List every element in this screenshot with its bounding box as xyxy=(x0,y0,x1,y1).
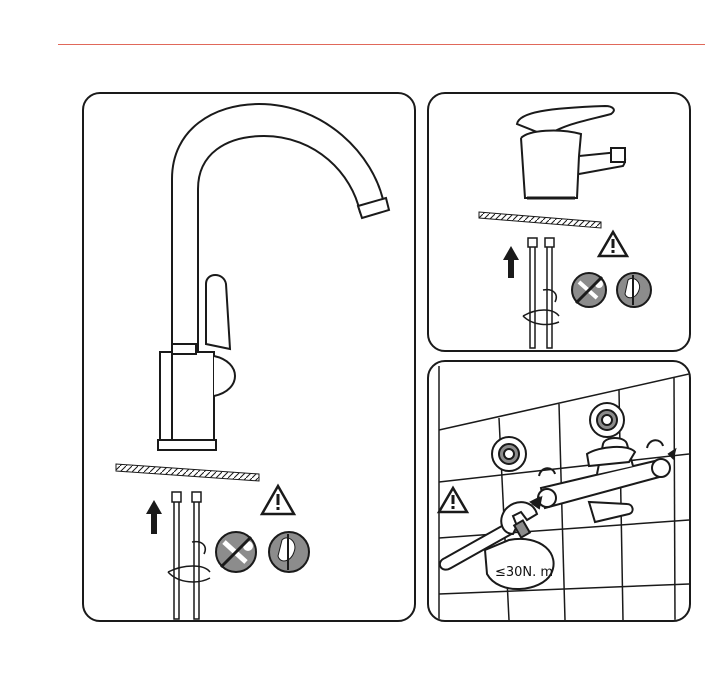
supply-hoses xyxy=(167,491,211,620)
wall-connector-right xyxy=(589,402,625,438)
header-rule xyxy=(58,44,705,45)
supply-hoses xyxy=(522,237,560,349)
warning-icon xyxy=(596,229,630,258)
hand-tighten-icon xyxy=(616,272,652,308)
torque-callout: ≤30N. m xyxy=(483,537,555,590)
hand-tighten-icon xyxy=(268,531,310,573)
panel-tall-faucet xyxy=(82,92,416,622)
wrench-icon xyxy=(438,495,543,571)
countertop xyxy=(478,211,602,229)
warning-icon xyxy=(259,483,297,516)
no-wrench-icon xyxy=(571,272,607,308)
no-wrench-icon xyxy=(215,531,257,573)
warning-icon xyxy=(436,485,470,514)
wall-mixer-body xyxy=(537,437,671,524)
swan-neck-faucet xyxy=(157,102,391,451)
panel-wall-mixer: ≤30N. m xyxy=(427,360,691,622)
up-arrow-icon xyxy=(503,246,519,278)
up-arrow-icon xyxy=(146,500,162,534)
torque-label: ≤30N. m xyxy=(495,565,553,580)
panel-basin-faucet xyxy=(427,92,691,352)
basin-faucet xyxy=(515,104,627,200)
wall-connector-left xyxy=(491,436,527,472)
countertop xyxy=(115,463,260,482)
